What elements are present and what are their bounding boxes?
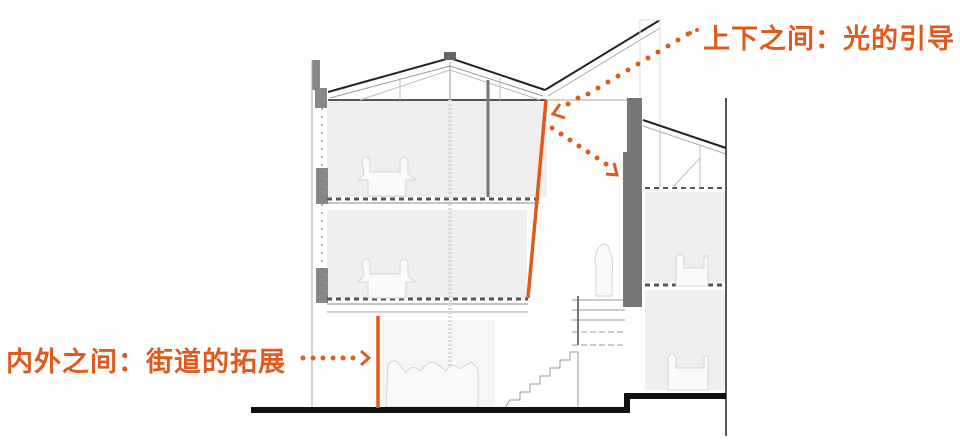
glass-facade-line	[526, 99, 548, 299]
dotted-arrow-to-skylight	[550, 31, 691, 120]
light-arrows	[300, 28, 699, 367]
main-gable-roof	[327, 52, 546, 197]
ground-slab	[251, 393, 726, 413]
left-facade	[311, 60, 328, 408]
adjacent-building	[623, 98, 727, 436]
light-guide-annotation: 上下之间：光的引导	[703, 24, 955, 55]
interior-fills	[327, 100, 725, 408]
dotted-arrow-to-street	[300, 349, 372, 367]
figure-silhouettes	[356, 156, 709, 408]
street-extension-annotation: 内外之间：街道的拓展	[6, 347, 286, 378]
dotted-lead-top	[688, 28, 699, 35]
skylight-roof	[544, 19, 661, 191]
staircase	[504, 296, 625, 409]
dotted-arrow-to-wall	[549, 125, 619, 177]
